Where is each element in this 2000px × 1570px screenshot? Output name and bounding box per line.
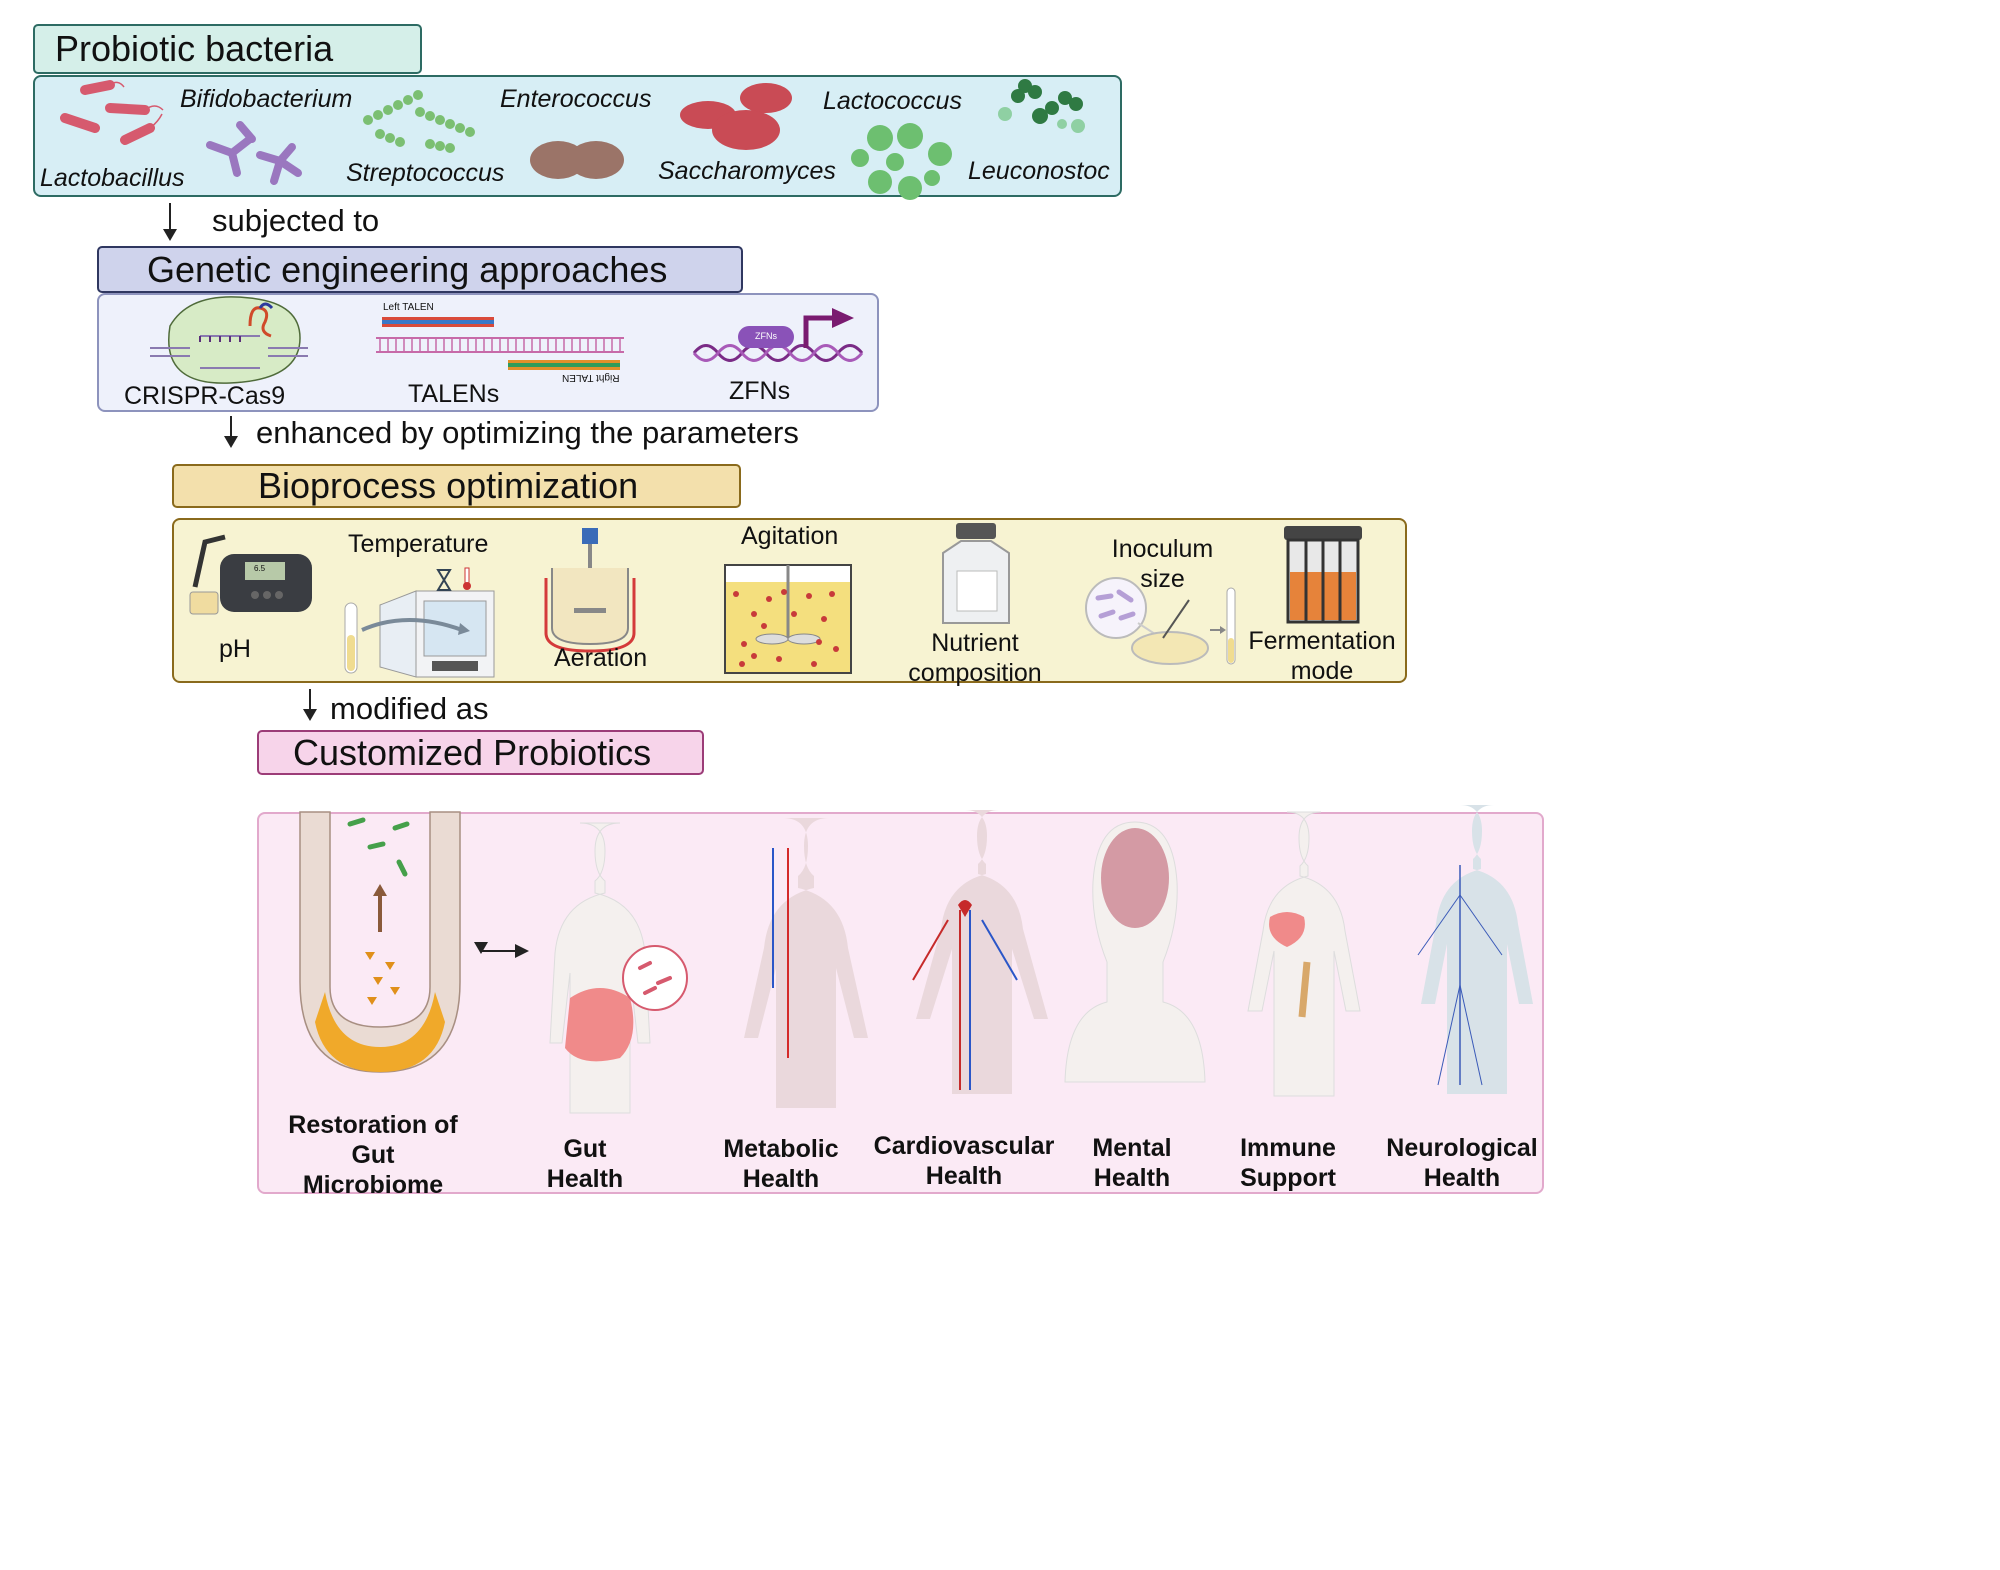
param-temperature: Temperature [348, 530, 489, 558]
neurological-health-icon [1417, 805, 1533, 1094]
lactobacillus-icon [60, 80, 164, 145]
agitation-particle [821, 616, 827, 622]
outcome-mental-health: Mental Health [1092, 1134, 1172, 1192]
param-agitation: Agitation [741, 522, 839, 550]
restoration-arrowhead [515, 944, 529, 958]
talens-icon [376, 317, 624, 370]
species-lactococcus: Lactococcus [823, 87, 962, 115]
customized-header: Customized Probiotics [257, 730, 704, 775]
bioprocess-title: Bioprocess optimization [258, 465, 639, 506]
agitation-particle [741, 641, 747, 647]
agitation-particle [816, 639, 822, 645]
saccharomyces-icon [680, 83, 792, 150]
right-talen-label: Right TALEN [562, 372, 620, 383]
species-saccharomyces: Saccharomyces [658, 157, 836, 185]
crispr-cas9-icon [150, 296, 308, 384]
gut-villus-icon [299, 811, 461, 1073]
outcome-cardiovascular-health: Cardiovascular Health [873, 1132, 1055, 1190]
outcome-restoration: Restoration of Gut Microbiome [288, 1111, 458, 1199]
agitation-particle [739, 661, 745, 667]
param-fermentation: Fermentation mode [1248, 627, 1396, 685]
agitation-particle [761, 623, 767, 629]
probiotic-title: Probiotic bacteria [55, 28, 334, 69]
agitation-particle [806, 593, 812, 599]
agitation-particle [766, 596, 772, 602]
agitation-particle [776, 656, 782, 662]
agitation-particle [791, 611, 797, 617]
tool-talens: TALENs [408, 380, 500, 408]
agitation-particle [751, 653, 757, 659]
agitation-particle [733, 591, 739, 597]
outcome-neurological-health: Neurological Health [1386, 1134, 1538, 1192]
tool-zfns: ZFNs [729, 377, 791, 405]
agitation-particle [781, 589, 787, 595]
customized-title: Customized Probiotics [293, 731, 652, 773]
agitation-particle [829, 591, 835, 597]
agitation-particle [751, 611, 757, 617]
genetic-header: Genetic engineering approaches [97, 246, 743, 293]
genetic-title: Genetic engineering approaches [147, 248, 668, 290]
immune-support-icon [1247, 811, 1361, 1097]
flow-label-3: modified as [330, 691, 489, 726]
hourglass-icon [436, 569, 452, 591]
left-talen-label: Left TALEN [383, 302, 434, 313]
inoculum-icon [1085, 577, 1236, 665]
agitation-tank-icon [724, 564, 852, 674]
probiotic-panel [33, 75, 1122, 197]
agitation-particle [811, 661, 817, 667]
species-leuconostoc: Leuconostoc [968, 157, 1110, 185]
probiotic-header: Probiotic bacteria [33, 24, 422, 74]
param-inoculum: Inoculum size [1111, 535, 1214, 593]
flow-arrow-3 [303, 689, 317, 721]
metabolic-health-icon [744, 818, 868, 1108]
leuconostoc-icon [998, 79, 1085, 133]
gut-health-icon [549, 822, 688, 1114]
incubator-icon [344, 590, 495, 678]
agitation-particle [833, 646, 839, 652]
zfns-icon [692, 308, 864, 362]
tool-crispr: CRISPR-Cas9 [124, 382, 286, 410]
param-ph: pH [219, 635, 251, 663]
enterococcus-icon [530, 141, 624, 179]
flow-arrow-2 [224, 416, 238, 448]
flow-label-2: enhanced by optimizing the parameters [256, 415, 799, 450]
restoration-arrow [474, 942, 525, 954]
thermometer-icon [463, 567, 471, 590]
species-enterococcus: Enterococcus [500, 85, 652, 113]
param-nutrient: Nutrient composition [908, 629, 1042, 687]
fermenter-icon [1284, 526, 1362, 624]
bifidobacterium-icon [206, 121, 302, 185]
species-streptococcus: Streptococcus [346, 159, 505, 187]
outcome-gut-health: Gut Health [546, 1135, 624, 1193]
mental-health-icon [1064, 821, 1206, 1083]
media-bottle-icon [942, 523, 1010, 624]
species-lactobacillus: Lactobacillus [40, 164, 185, 192]
flow-arrow-1 [163, 203, 177, 241]
flow-label-1: subjected to [212, 203, 380, 238]
param-aeration: Aeration [554, 644, 648, 672]
species-bifidobacterium: Bifidobacterium [180, 85, 353, 113]
outcome-metabolic-health: Metabolic Health [723, 1135, 839, 1193]
meter-reading: 6.5 [254, 564, 266, 573]
zfn-badge: ZFNs [755, 331, 777, 341]
streptococcus-icon [363, 90, 475, 153]
bioreactor-aeration-icon [544, 528, 636, 653]
bioprocess-header: Bioprocess optimization [172, 464, 741, 508]
lactococcus-icon [851, 123, 952, 200]
outcome-immune-support: Immune Support [1240, 1134, 1336, 1192]
ph-meter-icon [189, 534, 312, 615]
cardiovascular-health-icon [912, 810, 1048, 1094]
